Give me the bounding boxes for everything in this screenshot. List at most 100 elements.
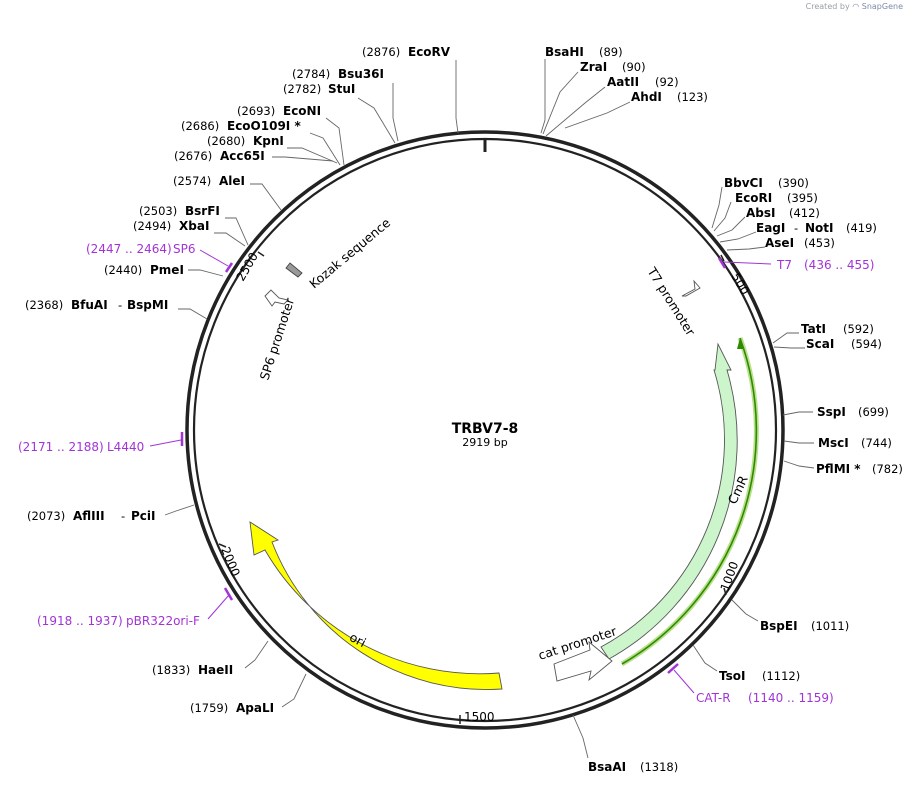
site-name: StuI — [328, 82, 355, 96]
site-name: BsaHI — [545, 45, 584, 59]
site-name: TsoI — [719, 669, 745, 683]
ori-label: ori — [347, 629, 368, 650]
site-name: Bsu36I — [338, 67, 384, 81]
cmr-cds-arrowhead — [737, 338, 743, 349]
primer-name: pBR322ori-F — [126, 614, 200, 628]
site-pos: (1112) — [762, 669, 800, 683]
site-afliii-pcii: (2073) AflIII - PciI — [27, 509, 156, 523]
site-ahdi: AhdI (123) — [631, 90, 708, 104]
site-pos: (1833) — [152, 663, 190, 677]
cmr-cds-line — [621, 337, 758, 665]
site-separator: - — [118, 298, 122, 312]
site-tsoi: TsoI (1112) — [719, 669, 800, 683]
site-name: AleI — [219, 174, 245, 188]
site-name: KpnI — [253, 134, 284, 148]
site-pos: (592) — [843, 322, 874, 336]
site-pos: (90) — [622, 60, 646, 74]
site-name: ZraI — [580, 60, 607, 74]
site-scai: ScaI (594) — [806, 337, 882, 351]
site-name: BspEI — [760, 619, 798, 633]
site-zrai: ZraI (90) — [580, 60, 646, 74]
site-bsrfi: (2503) BsrFI — [139, 204, 220, 218]
ori-feature-arrow — [249, 521, 503, 690]
site-name: EagI — [756, 221, 785, 235]
site-absi: AbsI (412) — [746, 206, 820, 220]
primer-sp6: (2447 .. 2464) SP6 — [86, 242, 196, 256]
site-separator: - — [121, 509, 125, 523]
snapgene-brand: Created by ◠ SnapGene — [806, 2, 903, 11]
kozak-label: Kozak sequence — [306, 215, 393, 292]
primer-name: CAT-R — [696, 691, 731, 705]
primer-range: (1918 .. 1937) — [37, 614, 123, 628]
site-pos: (89) — [599, 45, 623, 59]
brand-created-by: Created by — [805, 2, 850, 11]
site-name: BsrFI — [185, 204, 220, 218]
site-acc65i: (2676) Acc65I — [174, 149, 265, 163]
site-name: EcoRV — [408, 45, 451, 59]
site-pos: (2686) — [181, 119, 219, 133]
primer-cat-r: CAT-R (1140 .. 1159) — [696, 691, 834, 705]
site-tati: TatI (592) — [801, 322, 874, 336]
primer-l4440: (2171 .. 2188) L4440 — [18, 440, 144, 454]
site-aatii: AatII (92) — [607, 75, 679, 89]
site-name: BfuAI — [71, 298, 108, 312]
site-apali: (1759) ApaLI — [190, 701, 274, 715]
site-pos: (2782) — [283, 82, 321, 96]
site-name: BbvCI — [724, 176, 763, 190]
plasmid-name: TRBV7-8 — [452, 421, 519, 437]
primer-name: T7 — [776, 258, 792, 272]
site-ecorv: (2876) EcoRV — [362, 45, 451, 59]
site-name: HaeII — [198, 663, 233, 677]
site-name: PflMI * — [816, 462, 861, 476]
plasmid-length: 2919 bp — [462, 436, 507, 449]
primer-range: (1140 .. 1159) — [748, 691, 834, 705]
site-name: AbsI — [746, 206, 775, 220]
site-bsahi: BsaHI (89) — [545, 45, 623, 59]
site-name: EcoRI — [735, 191, 772, 205]
cat-promoter-arrow — [553, 640, 613, 682]
site-pos: (453) — [804, 236, 835, 250]
site-ecoo109i: (2686) EcoO109I * — [181, 119, 301, 133]
site-pos: (1011) — [811, 619, 849, 633]
primer-markers — [180, 257, 727, 674]
site-pflmi: PflMI * (782) — [816, 462, 903, 476]
primer-t7: T7 (436 .. 455) — [776, 258, 874, 272]
primer-marker-pbr322ori-f — [223, 587, 234, 601]
site-pos: (2784) — [292, 67, 330, 81]
site-pos: (2368) — [25, 298, 63, 312]
cmr-feature-arrow — [600, 342, 738, 660]
tick-label-1500: 1500 — [464, 710, 495, 724]
tick-500: 500 — [720, 254, 752, 297]
tick-2500: 2500 — [233, 250, 265, 284]
primer-marker-t7 — [717, 257, 727, 269]
snapgene-logo-icon: ◠ — [852, 2, 860, 11]
site-name-2: NotI — [805, 221, 834, 235]
site-pos: (2676) — [174, 149, 212, 163]
site-econi: (2693) EcoNI — [237, 104, 321, 118]
site-name: ScaI — [806, 337, 834, 351]
backbone-outer-ring — [185, 130, 785, 730]
site-leaders — [164, 59, 815, 759]
site-name: Acc65I — [220, 149, 265, 163]
sp6-promoter-arrow — [264, 289, 289, 307]
site-stui: (2782) StuI — [283, 82, 355, 96]
site-asei: AseI (453) — [765, 236, 835, 250]
site-pos: (419) — [846, 221, 877, 235]
primer-name: SP6 — [173, 242, 196, 256]
site-pos: (744) — [861, 436, 892, 450]
site-name: AatII — [607, 75, 639, 89]
site-name: TatI — [801, 322, 826, 336]
site-msci: MscI (744) — [818, 436, 892, 450]
site-name: AseI — [765, 236, 794, 250]
site-name: AhdI — [631, 90, 662, 104]
site-name-2: PciI — [131, 509, 156, 523]
site-pos: (2503) — [139, 204, 177, 218]
brand-name: SnapGene — [861, 2, 903, 11]
site-name: PmeI — [150, 263, 184, 277]
site-name: XbaI — [179, 219, 209, 233]
site-pos: (699) — [858, 405, 889, 419]
site-pos: (395) — [787, 191, 818, 205]
site-bfuai-bspmi: (2368) BfuAI - BspMI — [25, 298, 168, 312]
tick-1500: 1500 — [459, 710, 495, 724]
